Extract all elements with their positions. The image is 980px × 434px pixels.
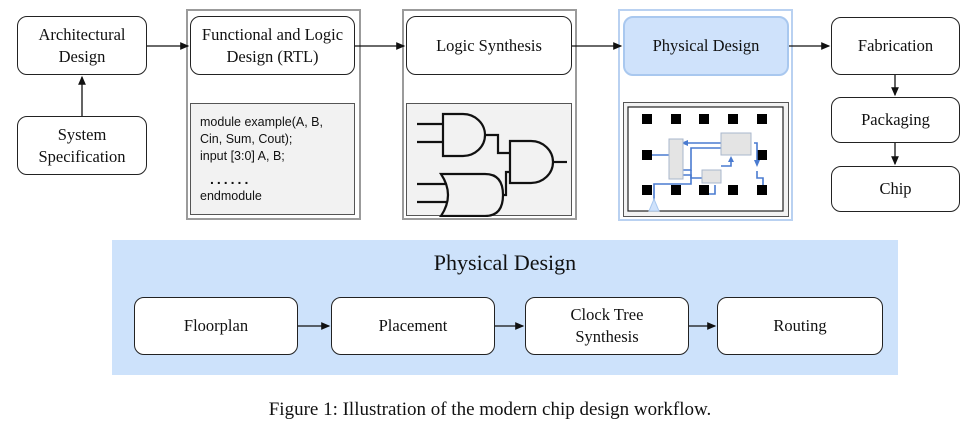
and-gate-icon <box>508 139 555 185</box>
physical-design-node: Physical Design <box>623 16 789 76</box>
code-ellipsis: ...... <box>210 171 252 187</box>
figure-caption: Figure 1: Illustration of the modern chi… <box>268 399 712 420</box>
physical-design-detail-title: Physical Design <box>433 250 577 275</box>
packaging-label: Packaging <box>861 110 930 129</box>
clock-tree-synthesis-node: Clock Tree Synthesis <box>525 297 689 355</box>
placement-node: Placement <box>331 297 495 355</box>
and-gate-icon <box>441 112 487 158</box>
chip-layout-svg <box>627 106 784 212</box>
code-line-2: Cin, Sum, Cout); <box>200 132 293 146</box>
chip-layout-illustration <box>623 102 789 217</box>
or-gate-icon <box>438 172 505 218</box>
physical-design-label: Physical Design <box>652 36 760 55</box>
code-line-3: input [3:0] A, B; <box>200 149 285 163</box>
routing-node: Routing <box>717 297 883 355</box>
architectural-design-label: Architectural Design <box>38 24 126 66</box>
std-cell <box>701 169 722 184</box>
code-line-1: module example(A, B, <box>200 115 323 129</box>
routing-label: Routing <box>773 316 827 335</box>
logic-synthesis-node: Logic Synthesis <box>406 16 572 75</box>
macro-cell <box>668 138 684 180</box>
fabrication-node: Fabrication <box>831 17 960 75</box>
rtl-code-snippet: module example(A, B, Cin, Sum, Cout); in… <box>190 103 355 215</box>
logic-gates-illustration <box>406 103 572 218</box>
io-pads <box>642 114 767 195</box>
fabrication-label: Fabrication <box>857 36 934 55</box>
logic-gates-svg <box>417 112 567 218</box>
functional-logic-design-node: Functional and Logic Design (RTL) <box>190 16 355 75</box>
chip-node: Chip <box>831 166 960 212</box>
architectural-design-node: Architectural Design <box>17 16 147 75</box>
macro-cell <box>720 132 752 156</box>
system-specification-node: System Specification <box>17 116 147 175</box>
packaging-node: Packaging <box>831 97 960 143</box>
system-specification-label: System Specification <box>38 124 126 166</box>
functional-logic-design-label: Functional and Logic Design (RTL) <box>201 24 344 66</box>
chip-label: Chip <box>879 179 912 198</box>
clock-tree-synthesis-label: Clock Tree Synthesis <box>570 305 644 346</box>
placement-label: Placement <box>378 316 448 335</box>
logic-synthesis-label: Logic Synthesis <box>436 35 542 55</box>
code-line-4: endmodule <box>200 189 262 203</box>
floorplan-node: Floorplan <box>134 297 298 355</box>
clock-source-icon <box>648 197 660 212</box>
floorplan-label: Floorplan <box>183 316 249 335</box>
